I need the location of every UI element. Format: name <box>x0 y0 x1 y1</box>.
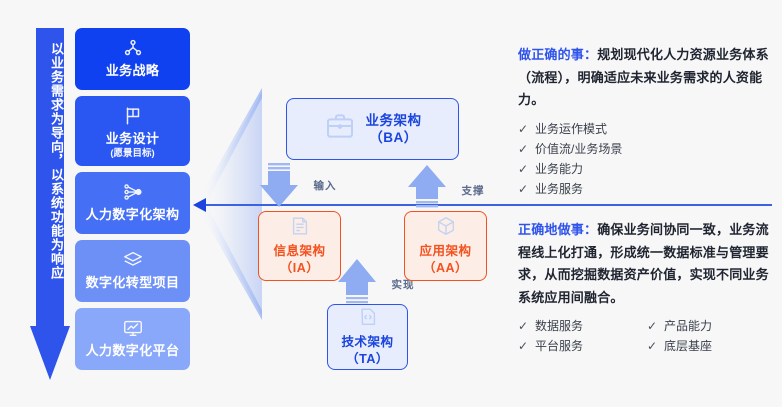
check-icon: ✓ <box>518 319 529 333</box>
left-direction-arrow: 以业务需求为导向，以系统功能为响应 <box>30 28 70 380</box>
check-icon: ✓ <box>518 161 529 176</box>
card-hr-digital-architecture[interactable]: 人力数字化架构 <box>75 172 190 234</box>
architecture-box-business[interactable]: 业务架构 （BA） <box>286 98 459 160</box>
list-item: ✓ 平台服务 <box>518 336 647 356</box>
card-business-strategy[interactable]: 业务战略 <box>75 28 190 90</box>
code-file-icon <box>357 306 379 333</box>
panel-do-right-things: 做正确的事：规划现代化人力资源业务体系（流程），明确适应未来业务需求的人资能力。… <box>518 44 776 199</box>
arrow-shaft <box>36 28 64 328</box>
panel-do-things-right: 正确地做事：确保业务间协同一致，业务流程线上化打通，形成统一数据标准与管理要求，… <box>518 219 776 356</box>
list-item: ✓ 业务运作模式 <box>518 119 776 139</box>
layers-stack-icon <box>75 249 190 271</box>
card-digital-transformation-project[interactable]: 数字化转型项目 <box>75 240 190 302</box>
architecture-box-code: （BA） <box>369 130 418 145</box>
card-label: 业务设计 <box>105 131 160 146</box>
architecture-box-code: （IA） <box>279 261 320 275</box>
flow-arrow-label: 输入 <box>313 180 337 192</box>
panel-top-body: 规划现代化人力资源业务体系（流程），明确适应未来业务需求的人资能力。 <box>518 47 769 107</box>
monitor-chart-icon <box>75 317 190 339</box>
list-item-label: 产品能力 <box>664 319 713 333</box>
architecture-box-label: 信息架构 <box>273 244 326 258</box>
panel-bottom-body: 确保业务间协同一致，业务流程线上化打通，形成统一数据标准与管理要求，从而挖掘数据… <box>518 222 769 305</box>
left-arrow-label: 以业务需求为导向，以系统功能为响应 <box>49 42 64 280</box>
architecture-box-label: 应用架构 <box>419 244 472 258</box>
list-item: ✓ 产品能力 <box>647 316 776 336</box>
card-label: 业务战略 <box>105 63 160 78</box>
panel-top-lead: 做正确的事： <box>518 47 598 62</box>
card-hr-digital-platform[interactable]: 人力数字化平台 <box>75 308 190 370</box>
cube-icon <box>435 215 457 242</box>
horizontal-arrow-head-icon <box>193 198 206 212</box>
list-item: ✓ 业务能力 <box>518 159 776 179</box>
list-item-label: 数据服务 <box>535 319 584 333</box>
flow-arrow-realize: 实现 <box>334 257 414 307</box>
architecture-box-information[interactable]: 信息架构 （IA） <box>258 211 341 281</box>
briefcase-icon <box>324 110 356 147</box>
architecture-box-application[interactable]: 应用架构 （AA） <box>404 211 487 281</box>
arrow-head <box>30 326 70 380</box>
list-item: ✓ 底层基座 <box>647 336 776 356</box>
architecture-box-technology[interactable]: 技术架构 （TA） <box>327 304 408 370</box>
list-item-label: 业务服务 <box>535 181 584 196</box>
card-business-design[interactable]: 业务设计 (愿景目标) <box>75 96 190 166</box>
horizontal-connector-line <box>200 204 772 206</box>
card-label: 数字化转型项目 <box>85 275 180 290</box>
branch-architecture-icon <box>75 181 190 203</box>
check-icon: ✓ <box>647 319 658 333</box>
architecture-box-code: （AA） <box>422 261 469 275</box>
list-item: ✓ 业务服务 <box>518 179 776 199</box>
flow-arrow-label: 支撑 <box>461 185 485 197</box>
panel-top-list: ✓ 业务运作模式 ✓ 价值流/业务场景 ✓ 业务能力 ✓ 业务服务 <box>518 119 776 199</box>
strategy-network-icon <box>75 37 190 59</box>
layer-card-stack: 业务战略 业务设计 (愿景目标) 人力数字化架构 <box>75 28 190 376</box>
flow-arrow-input: 输入 <box>256 163 336 209</box>
check-icon: ✓ <box>518 141 529 156</box>
card-sublabel: (愿景目标) <box>110 148 155 159</box>
card-label: 人力数字化架构 <box>85 207 180 222</box>
check-icon: ✓ <box>518 121 529 136</box>
panel-bottom-lead: 正确地做事： <box>518 222 598 237</box>
list-item-label: 业务运作模式 <box>535 121 608 136</box>
panel-bottom-list: ✓ 数据服务 ✓ 产品能力 ✓ 平台服务 ✓ 底层基座 <box>518 316 776 356</box>
document-icon <box>289 215 311 242</box>
list-item-label: 业务能力 <box>535 161 584 176</box>
check-icon: ✓ <box>518 339 529 353</box>
panel-bottom-title: 正确地做事：确保业务间协同一致，业务流程线上化打通，形成统一数据标准与管理要求，… <box>518 219 776 309</box>
flow-arrow-support: 支撑 <box>404 163 484 209</box>
panel-top-title: 做正确的事：规划现代化人力资源业务体系（流程），明确适应未来业务需求的人资能力。 <box>518 44 776 112</box>
flow-arrow-label: 实现 <box>391 279 415 291</box>
list-item-label: 价值流/业务场景 <box>535 141 623 156</box>
flag-design-icon <box>75 105 190 127</box>
check-icon: ✓ <box>647 339 658 353</box>
architecture-box-code: （TA） <box>346 352 389 366</box>
card-label: 人力数字化平台 <box>85 343 180 358</box>
check-icon: ✓ <box>518 181 529 196</box>
list-item: ✓ 价值流/业务场景 <box>518 139 776 159</box>
list-item-label: 底层基座 <box>664 339 713 353</box>
architecture-box-label: 技术架构 <box>341 335 394 349</box>
architecture-box-label: 业务架构 <box>365 113 422 128</box>
list-item-label: 平台服务 <box>535 339 584 353</box>
list-item: ✓ 数据服务 <box>518 316 647 336</box>
